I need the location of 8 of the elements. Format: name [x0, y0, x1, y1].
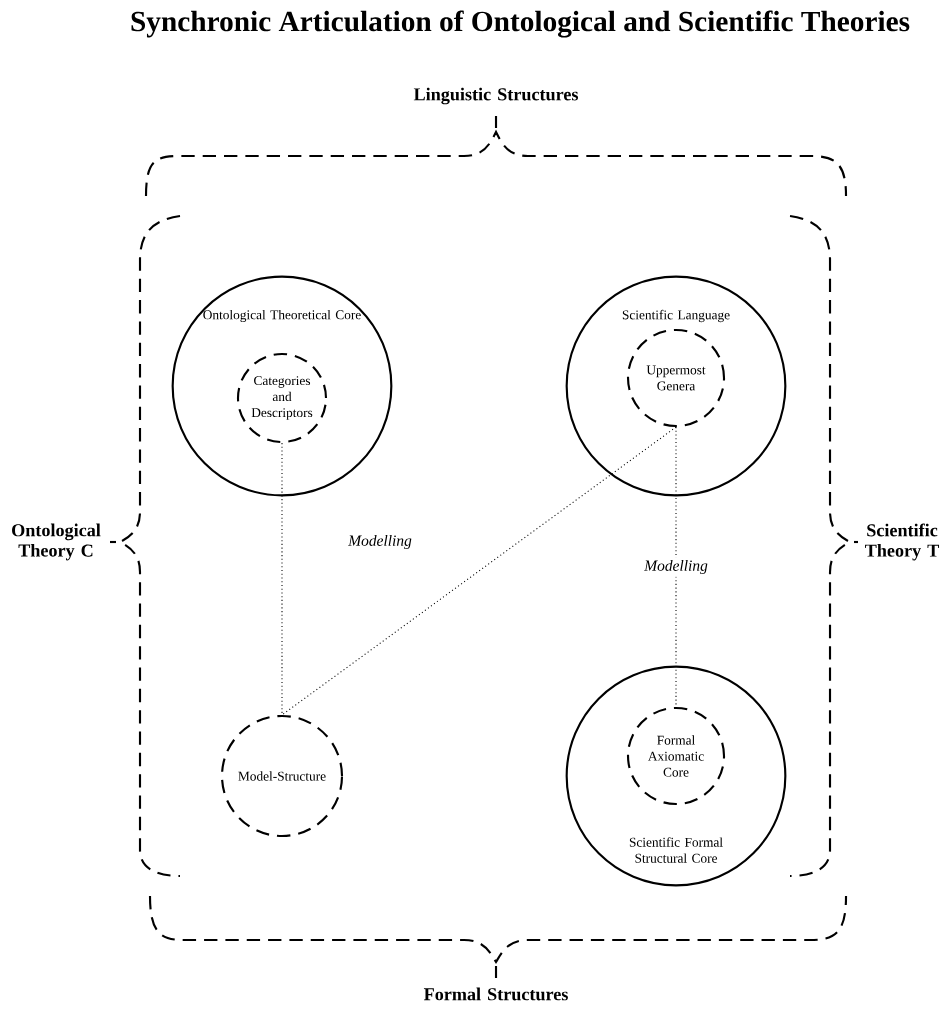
connector	[281, 426, 677, 716]
brace-label: Linguistic Structures	[413, 87, 578, 105]
brace-label: Formal Structures	[423, 987, 568, 1001]
connector	[281, 442, 283, 716]
brace-label: Scientific Theory T	[865, 523, 940, 561]
connector	[675, 426, 677, 708]
title: Synchronic Articulation of Ontological and Scientific Theories	[131, 10, 910, 38]
brace-label: Ontological Theory C	[12, 523, 101, 561]
